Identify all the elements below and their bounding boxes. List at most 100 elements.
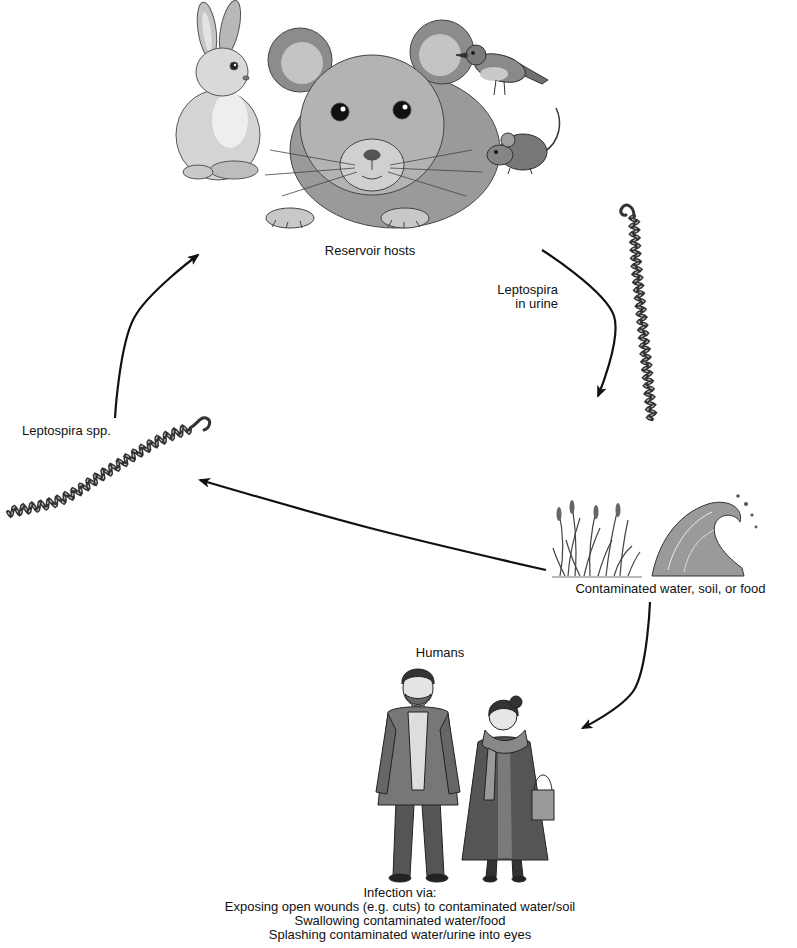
rabbit-illustration xyxy=(183,165,213,179)
grass-illustration xyxy=(552,576,642,577)
man-illustration xyxy=(389,874,411,882)
leptospira-illustration xyxy=(631,216,655,419)
bird-illustration xyxy=(456,53,467,58)
leptospira-illustration xyxy=(8,205,655,515)
rat-illustration xyxy=(381,208,429,228)
rat-illustration xyxy=(300,55,444,195)
rat-illustration xyxy=(403,105,408,110)
grass-illustration xyxy=(620,520,628,576)
man-illustration xyxy=(376,669,460,882)
connector-layer xyxy=(115,250,650,728)
man-illustration xyxy=(440,714,460,794)
woman-illustration xyxy=(512,858,523,877)
wave-illustration xyxy=(744,502,748,506)
rat-illustration xyxy=(364,150,380,160)
node-label: Humans xyxy=(416,646,464,660)
rabbit-illustration xyxy=(200,12,213,53)
grass-illustration xyxy=(570,500,575,514)
woman-illustration xyxy=(534,775,552,790)
rat-illustration xyxy=(265,20,500,228)
man-illustration xyxy=(393,800,414,876)
rabbit-illustration xyxy=(196,48,248,96)
mouse-illustration xyxy=(501,133,515,147)
wave-illustration xyxy=(750,513,753,516)
bird-illustration xyxy=(494,80,505,95)
rat-illustration xyxy=(393,101,411,119)
mouse-illustration xyxy=(494,150,498,154)
mouse-illustration xyxy=(487,108,560,174)
mouse-illustration xyxy=(487,145,513,165)
grass-illustration xyxy=(552,500,642,577)
cycle-arrow xyxy=(115,255,198,418)
wave-illustration xyxy=(755,526,758,529)
leptospira-illustration xyxy=(621,205,634,216)
woman-illustration xyxy=(510,696,522,708)
node-body-text: Splashing contaminated water/urine into … xyxy=(269,928,531,942)
edge-label: Leptospira in urine xyxy=(486,282,560,312)
man-illustration xyxy=(376,714,396,794)
woman-illustration xyxy=(486,858,497,877)
man-illustration xyxy=(426,874,448,882)
node-body-text: Exposing open wounds (e.g. cuts) to cont… xyxy=(225,900,575,914)
man-illustration xyxy=(408,712,428,790)
bird-illustration xyxy=(466,45,486,65)
rat-illustration xyxy=(340,139,404,191)
rabbit-illustration xyxy=(234,64,236,66)
node-body-text: Infection via: xyxy=(364,886,437,900)
man-illustration xyxy=(402,669,434,684)
rabbit-illustration xyxy=(243,76,249,80)
grass-illustration xyxy=(594,505,599,519)
node-label: Reservoir hosts xyxy=(325,244,415,258)
woman-illustration xyxy=(532,790,554,820)
man-illustration xyxy=(422,800,444,876)
rat-illustration xyxy=(419,34,461,76)
mouse-illustration xyxy=(508,168,532,174)
environment-group: Contaminated water, soil, or food xyxy=(548,398,793,600)
grass-illustration xyxy=(628,552,640,576)
node-label: Contaminated water, soil, or food xyxy=(575,582,765,596)
grass-illustration xyxy=(590,510,596,576)
wave-illustration xyxy=(652,502,744,576)
woman-illustration xyxy=(483,876,497,882)
rabbit-illustration xyxy=(176,0,260,180)
grass-illustration xyxy=(606,508,618,576)
rat-illustration xyxy=(341,107,346,112)
wave-illustration xyxy=(736,494,740,498)
woman-illustration xyxy=(498,745,512,858)
leptospira-illustration xyxy=(8,426,190,515)
woman-illustration xyxy=(484,748,496,800)
host-group: Reservoir hosts xyxy=(200,0,540,262)
leptospira-illustration xyxy=(190,418,210,430)
cycle-arrow xyxy=(200,480,546,570)
human-group: HumansInfection via:Exposing open wounds… xyxy=(220,646,581,944)
man-illustration xyxy=(405,694,431,705)
node-body-text: Swallowing contaminated water/food xyxy=(294,914,505,928)
bird-illustration xyxy=(480,67,508,81)
bird-illustration xyxy=(456,45,548,95)
node-label: Leptospira spp. xyxy=(22,424,111,438)
rabbit-illustration xyxy=(176,90,260,180)
grass-illustration xyxy=(568,518,580,576)
rat-illustration xyxy=(265,150,482,196)
rabbit-illustration xyxy=(210,161,258,179)
rat-illustration xyxy=(272,220,420,228)
wave-illustration xyxy=(652,494,757,576)
wave-illustration xyxy=(684,530,714,572)
rabbit-illustration xyxy=(212,92,248,148)
woman-illustration xyxy=(462,696,554,882)
woman-illustration xyxy=(512,876,526,882)
cycle-arrow xyxy=(583,602,651,728)
rabbit-illustration xyxy=(230,62,238,70)
rat-illustration xyxy=(362,160,382,179)
grass-illustration xyxy=(553,548,565,576)
mouse-illustration xyxy=(544,108,560,152)
wave-illustration xyxy=(668,512,712,570)
grass-illustration xyxy=(566,540,580,576)
bird-illustration xyxy=(471,51,474,54)
leptospira-illustration xyxy=(631,216,655,419)
grass-illustration xyxy=(616,503,621,517)
leptospira-illustration xyxy=(8,426,190,515)
